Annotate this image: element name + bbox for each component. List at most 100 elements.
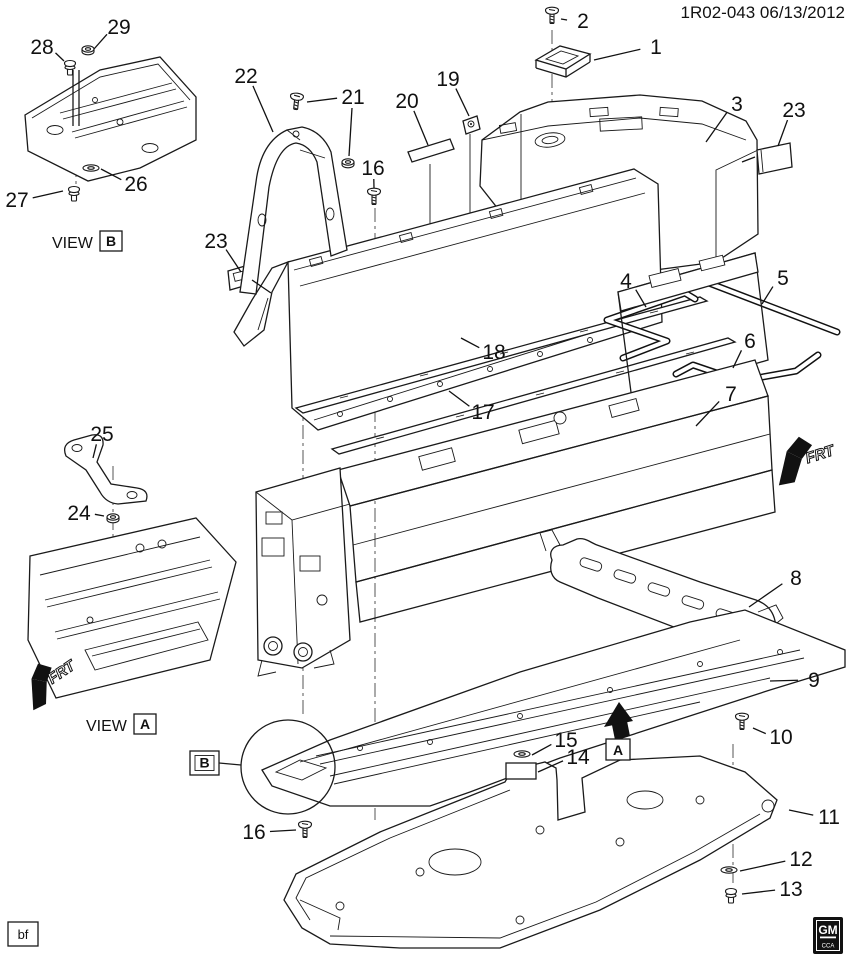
revision-code-box: bf	[7, 921, 39, 947]
leader-line-22	[252, 85, 274, 133]
gm-logo-subtext: CCA	[822, 944, 835, 950]
direction-arrow-a: A	[604, 702, 633, 761]
leader-line-16	[269, 829, 297, 833]
bolt-27	[67, 185, 81, 202]
screw-10	[734, 712, 750, 731]
leader-line-23	[225, 249, 242, 273]
leader-line-8	[748, 583, 783, 608]
leader-line-27	[32, 190, 64, 199]
leader-line-13	[741, 889, 776, 895]
callout-2: 2	[577, 10, 589, 33]
callout-16: 16	[361, 157, 384, 180]
leader-line-11	[788, 809, 814, 816]
screw-2	[544, 6, 560, 25]
nut-24	[106, 513, 120, 524]
screw-16-top	[366, 187, 382, 206]
washer-15	[513, 750, 531, 758]
leader-line-7	[695, 400, 720, 427]
callout-23: 23	[204, 230, 227, 253]
callout-9: 9	[808, 669, 820, 692]
callout-1: 1	[650, 36, 662, 59]
gm-logo-text: GM	[818, 923, 837, 937]
leader-line-25	[92, 444, 98, 459]
callout-8: 8	[790, 567, 802, 590]
callout-25: 25	[90, 423, 113, 446]
leader-line-5	[761, 286, 774, 305]
detail-circle-b: B	[189, 719, 336, 815]
view-a-label: VIEW	[86, 718, 128, 735]
callout-3: 3	[731, 93, 743, 116]
leader-line-14	[537, 760, 564, 773]
bolt-13	[724, 887, 738, 904]
bolt-28	[63, 59, 77, 76]
leader-line-21	[306, 97, 338, 103]
callout-29: 29	[107, 16, 130, 39]
callout-13: 13	[779, 878, 802, 901]
callout-7: 7	[725, 383, 737, 406]
part-bottom-cover-11	[283, 755, 778, 949]
callout-14: 14	[566, 746, 590, 769]
callout-17: 17	[471, 401, 494, 424]
callout-23: 23	[782, 99, 805, 122]
leader-line-24	[94, 513, 105, 517]
callout-11: 11	[818, 806, 840, 829]
arrow-a-letter: A	[613, 742, 623, 758]
gm-logo: GM CCA	[813, 917, 843, 954]
part-strip-18	[294, 296, 709, 414]
leader-line-extra	[741, 156, 756, 163]
nut-29	[81, 45, 95, 56]
part-clip-23-right	[756, 142, 793, 175]
revision-code: bf	[18, 927, 29, 942]
leader-line-29	[93, 33, 108, 50]
leader-line-20	[413, 110, 429, 146]
nut-21	[341, 158, 355, 169]
leader-line-10	[752, 727, 767, 735]
view-b-label: VIEW	[52, 235, 94, 252]
washer-12	[720, 866, 738, 874]
screw-16-bottom	[297, 820, 313, 839]
part-bracket-22	[239, 126, 348, 295]
part-tray-9	[261, 609, 846, 807]
callout-26: 26	[124, 173, 147, 196]
leader-line-12	[739, 860, 786, 872]
callout-27: 27	[5, 189, 28, 212]
leader-line-1	[593, 48, 641, 61]
frt-arrow-right: FRT	[778, 436, 838, 486]
leader-line-19	[455, 88, 470, 117]
leader-line-extra	[348, 107, 353, 157]
leader-line-extra	[251, 279, 272, 294]
callout-22: 22	[234, 65, 257, 88]
callout-12: 12	[789, 848, 812, 871]
callout-28: 28	[30, 36, 53, 59]
view-b-inset: VIEW B	[24, 56, 197, 252]
leader-line-4	[635, 289, 647, 308]
callout-10: 10	[769, 726, 792, 749]
screw-21	[288, 91, 305, 111]
leader-line-23	[777, 119, 789, 147]
callout-16: 16	[242, 821, 265, 844]
view-a-inset: VIEW A	[27, 434, 237, 735]
callout-24: 24	[67, 502, 91, 525]
view-b-box-letter: B	[106, 233, 116, 249]
leader-line-26	[100, 168, 122, 181]
part-label-20	[407, 138, 455, 163]
part-pad-14	[505, 762, 537, 780]
washer-26	[82, 164, 100, 172]
leader-line-15	[531, 743, 552, 756]
detail-b-letter: B	[199, 755, 209, 771]
part-clip-19	[462, 115, 481, 135]
leader-line-18	[460, 337, 480, 349]
leader-line-2	[560, 18, 568, 21]
part-grommet-1	[534, 45, 592, 78]
leader-line-28	[55, 52, 65, 62]
callout-21: 21	[341, 86, 364, 109]
callout-4: 4	[620, 270, 632, 293]
callout-15: 15	[554, 729, 577, 752]
drawing-number: 1R02-043 06/13/2012	[681, 3, 845, 22]
leader-line-17	[448, 390, 470, 407]
callout-18: 18	[482, 341, 505, 364]
view-a-box-letter: A	[140, 716, 150, 732]
part-gasket-4	[603, 289, 699, 362]
